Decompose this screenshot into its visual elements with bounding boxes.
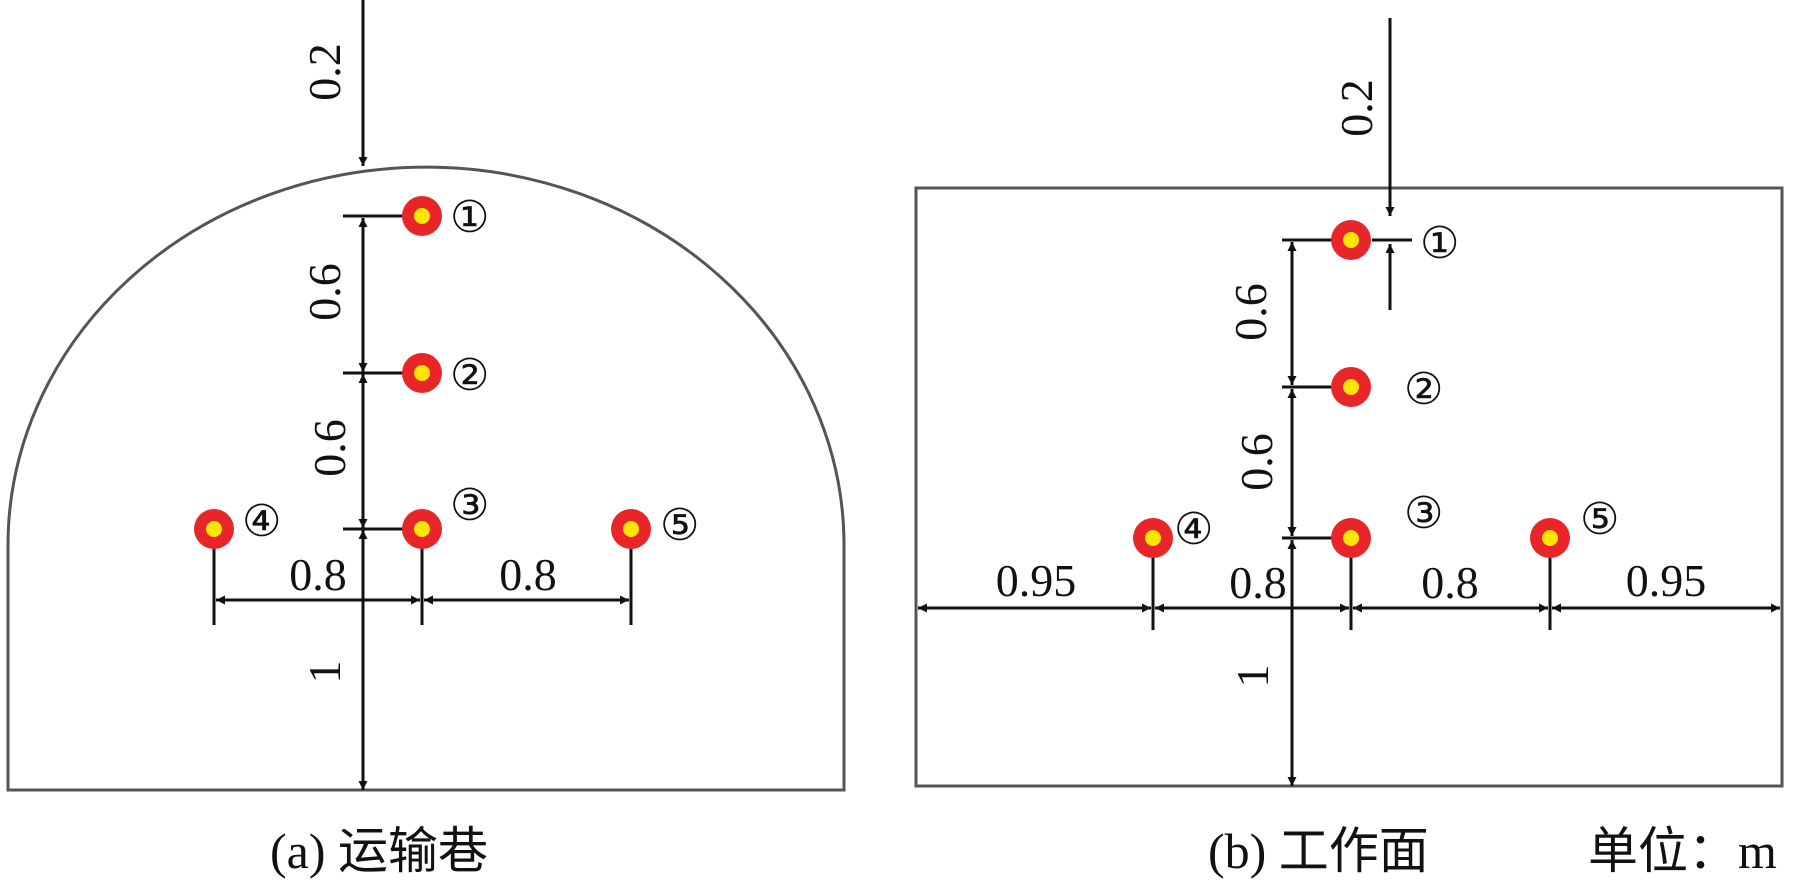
point-label-3: ③ [450, 481, 489, 530]
point-label-4: ④ [242, 497, 281, 546]
label-h-left: 0.8 [1229, 557, 1287, 608]
point-label-5: ⑤ [660, 501, 699, 550]
label-h-right: 0.8 [1421, 557, 1479, 608]
point-1 [1331, 220, 1371, 260]
label-v-spacing-1: 0.6 [299, 263, 350, 321]
face-outline [914, 186, 1784, 788]
point-label-3: ③ [1404, 489, 1443, 538]
point-5 [611, 509, 651, 549]
point-label-4: ④ [1174, 505, 1213, 554]
label-v-spacing-1: 0.6 [1225, 283, 1276, 341]
point-label-2: ② [1404, 365, 1443, 414]
label-v-spacing-2: 0.6 [304, 419, 355, 477]
point-5 [1530, 518, 1570, 558]
label-v-spacing-2: 0.6 [1231, 433, 1282, 491]
panel-b: 0.2 0.6 0.6 1 0.95 0.8 0.8 0.95 ① ② ③ ④ … [914, 18, 1784, 879]
caption-a: (a) 运输巷 [270, 823, 488, 879]
point-1 [402, 196, 442, 236]
point-3 [1331, 518, 1371, 558]
point-3 [402, 509, 442, 549]
label-bottom-height: 1 [299, 661, 350, 684]
label-top-offset: 0.2 [299, 43, 350, 101]
label-h-left: 0.8 [289, 549, 347, 600]
tunnel-outline [6, 165, 846, 792]
point-2 [402, 353, 442, 393]
label-h-right: 0.8 [499, 549, 557, 600]
label-top-offset: 0.2 [1331, 79, 1382, 137]
point-label-1: ① [1420, 219, 1459, 268]
point-label-5: ⑤ [1580, 495, 1619, 544]
point-2 [1331, 367, 1371, 407]
panel-a: 0.2 0.6 0.6 1 0.8 0.8 ① ② ③ ④ ⑤ (a) 运输巷 [6, 0, 846, 879]
point-4 [194, 509, 234, 549]
label-h-outer-left: 0.95 [996, 555, 1077, 606]
label-bottom-height: 1 [1227, 665, 1278, 688]
label-h-outer-right: 0.95 [1626, 555, 1707, 606]
caption-b: (b) 工作面 [1208, 823, 1429, 879]
point-label-2: ② [450, 351, 489, 400]
point-label-1: ① [450, 193, 489, 242]
unit-label: 单位：m [1588, 823, 1777, 879]
point-4 [1133, 518, 1173, 558]
